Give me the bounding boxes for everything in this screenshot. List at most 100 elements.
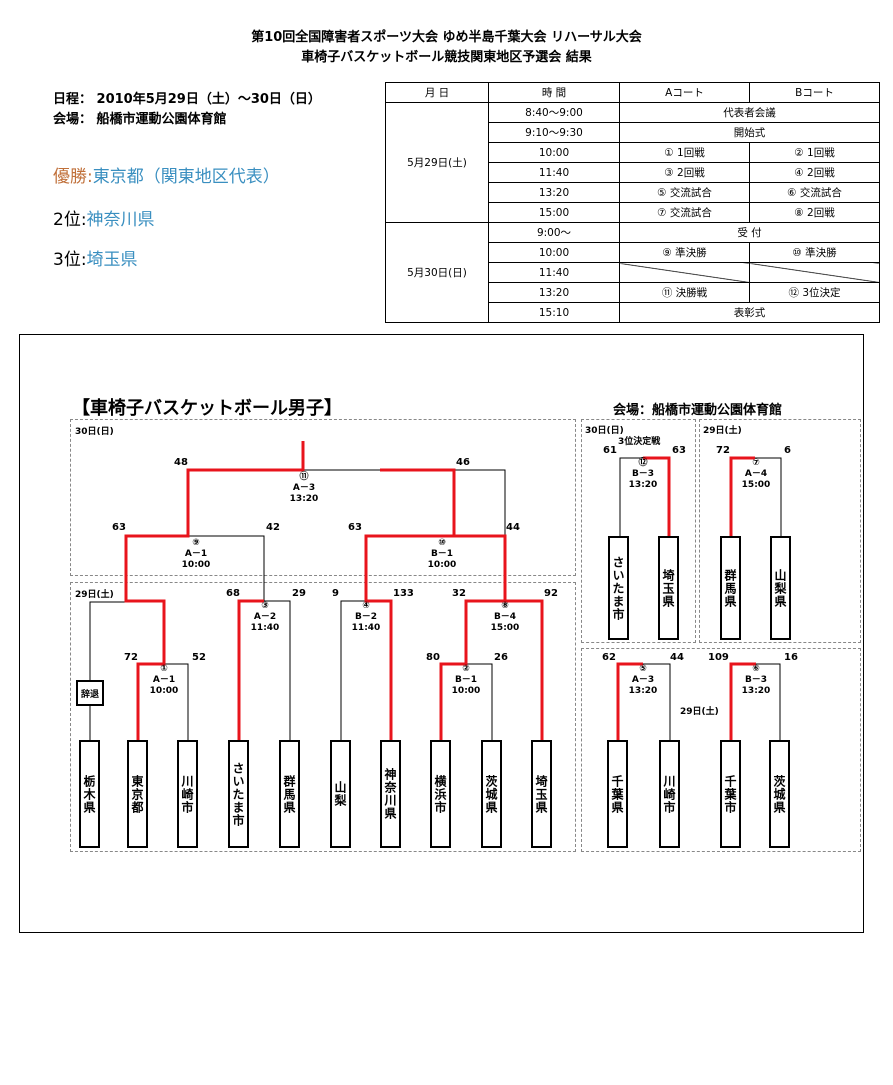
day2-cell: 5月30日(日) — [385, 222, 489, 323]
time-cell: 8:40～9:00 — [488, 102, 620, 123]
second-value: 神奈川県 — [86, 210, 155, 230]
third-place-box — [581, 419, 696, 643]
m6-score-left: 109 — [708, 652, 729, 663]
table-row: 11:40 — [386, 262, 880, 283]
win-path-gunma7 — [729, 456, 755, 536]
team-box: さいたま市 — [228, 740, 249, 848]
first-value: 東京都（関東地区代表） — [92, 167, 280, 187]
m2-score-right: 26 — [494, 652, 508, 663]
m5-score-left: 62 — [602, 652, 616, 663]
m12-score-left: 61 — [603, 445, 617, 456]
line-m10-up — [303, 469, 506, 536]
m7-score-right: 6 — [784, 445, 791, 456]
m11-score-right: 46 — [456, 457, 470, 468]
win-path-tokyo — [124, 441, 305, 740]
bracket-venue: 会場：船橋市運動公園体育館 — [613, 403, 783, 418]
m3-score-right: 29 — [292, 588, 306, 599]
m3-score-left: 68 — [226, 588, 240, 599]
day30-box — [70, 419, 576, 576]
exchange-box — [581, 648, 861, 852]
line-kawasaki — [164, 663, 189, 740]
a-court-cell: ⑤ 交流試合 — [619, 182, 750, 203]
win-path-chibashi6 — [729, 662, 756, 740]
m12-score-right: 63 — [672, 445, 686, 456]
result-third: 3位:埼玉県 — [53, 245, 138, 270]
line-yamanashi7 — [755, 457, 782, 536]
b-court-cell: ② 1回戦 — [749, 142, 880, 163]
team-box: 川崎市 — [177, 740, 198, 848]
bracket-frame — [19, 334, 864, 933]
m5-score-right: 44 — [670, 652, 684, 663]
win-path-kanagawa — [364, 534, 505, 740]
win-path-saitamashi — [237, 599, 264, 740]
day29-box — [70, 582, 576, 852]
m4-score-left: 9 — [332, 588, 339, 599]
time-cell: 9:00～ — [488, 222, 620, 243]
m1-score-left: 72 — [124, 652, 138, 663]
team-box: さいたま市 — [608, 536, 629, 640]
day29-label: 29日(土) — [75, 590, 114, 600]
team-box: 群馬県 — [279, 740, 300, 848]
team-box: 東京都 — [127, 740, 148, 848]
team-box: 川崎市 — [659, 740, 680, 848]
team-box: 茨城県 — [481, 740, 502, 848]
event-date: 日程： 2010年5月29日（土）～30日（日） — [53, 92, 321, 107]
third-value: 埼玉県 — [86, 250, 138, 270]
win-path-saitama — [505, 599, 544, 740]
m8-score-left: 32 — [452, 588, 466, 599]
win-path-chiba5 — [616, 662, 643, 740]
team-box: 山梨 — [330, 740, 351, 848]
time-cell: 10:00 — [488, 242, 620, 263]
time-cell: 9:10～9:30 — [488, 122, 620, 143]
team-box: 茨城県 — [769, 740, 790, 848]
table-row: 5月30日(日)9:00～受 付 — [385, 222, 880, 323]
team-box: 栃木県 — [79, 740, 100, 848]
event-venue: 会場： 船橋市運動公園体育館 — [53, 112, 227, 127]
result-first: 優勝:東京都（関東地区代表） — [53, 162, 280, 187]
b-court-cell: ⑧ 2回戦 — [749, 202, 880, 223]
third-place-label: 3位決定戦 — [618, 437, 661, 447]
bracket-title: 【車椅子バスケットボール男子】 — [72, 398, 342, 419]
time-cell: 15:10 — [488, 302, 620, 323]
line-m3-up — [188, 535, 265, 601]
team-box: 千葉市 — [720, 740, 741, 848]
team-box: 横浜市 — [430, 740, 451, 848]
team-box: 埼玉県 — [531, 740, 552, 848]
line-ibaraki — [466, 663, 493, 740]
line-saitamashi3 — [619, 457, 643, 536]
header-date: 月 日 — [385, 82, 489, 103]
m9-score-left: 63 — [112, 522, 126, 533]
m1-score-right: 52 — [192, 652, 206, 663]
bye-box: 辞退 — [76, 680, 104, 706]
team-box: 神奈川県 — [380, 740, 401, 848]
line-yamanashi — [340, 600, 366, 740]
b-court-cell — [749, 262, 880, 283]
day30-label: 30日(日) — [75, 427, 114, 437]
m11-score-left: 48 — [174, 457, 188, 468]
line-gunma — [264, 600, 291, 740]
m2-score-left: 80 — [426, 652, 440, 663]
m9-score-right: 42 — [266, 522, 280, 533]
team-box: 千葉県 — [607, 740, 628, 848]
page-subtitle: 車椅子バスケットボール競技関東地区予選会 結果 — [301, 50, 592, 65]
event-cell: 代表者会議 — [619, 102, 880, 123]
line-ibaraki6 — [756, 663, 781, 740]
m10-score-left: 63 — [348, 522, 362, 533]
m7-score-left: 72 — [716, 445, 730, 456]
